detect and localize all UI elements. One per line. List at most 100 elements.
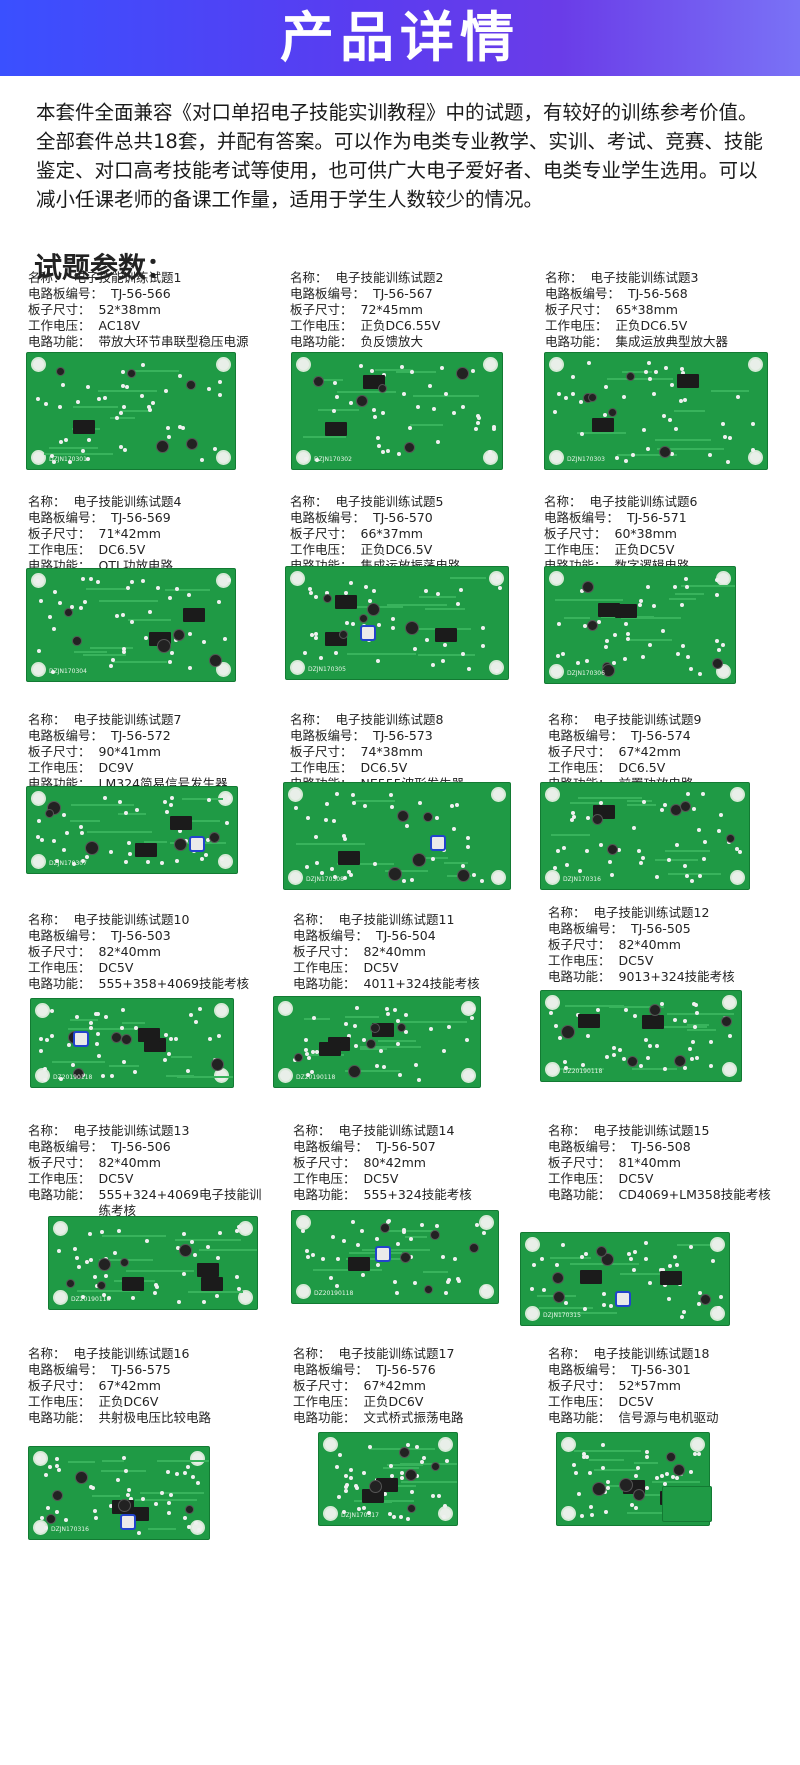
solder-pad: [395, 1019, 400, 1024]
solder-pad: [40, 837, 45, 842]
solder-pad: [192, 1253, 197, 1258]
field-label: 板子尺寸：: [548, 1378, 611, 1393]
solder-pad: [237, 1286, 242, 1291]
solder-pad: [235, 1228, 240, 1233]
solder-pad: [430, 856, 435, 861]
field-label: 工作电压：: [544, 542, 607, 557]
capacitor: [120, 1258, 130, 1268]
ic-chip: [660, 1270, 683, 1285]
solder-pad: [738, 849, 743, 854]
solder-pad: [218, 393, 223, 398]
solder-pad: [475, 1223, 480, 1228]
pcb-trace: [74, 650, 107, 653]
board-silkscreen: DZ20190118: [563, 1068, 603, 1075]
field-label: 工作电压：: [548, 1394, 611, 1409]
solder-pad: [49, 1033, 54, 1038]
solder-pad: [714, 593, 719, 598]
solder-pad: [693, 1452, 698, 1457]
kit-name-row: 名称：电子技能训练试题14: [293, 1123, 533, 1139]
solder-pad: [668, 1263, 673, 1268]
solder-pad: [549, 1011, 554, 1016]
kit-board-row: 电路板编号：TJ-56-568: [545, 286, 775, 302]
mounting-hole: [483, 357, 498, 372]
solder-pad: [36, 396, 41, 401]
field-value: 4011+324技能考核: [363, 976, 480, 991]
solder-pad: [636, 848, 641, 853]
solder-pad: [414, 1445, 419, 1450]
solder-pad: [224, 820, 229, 825]
solder-pad: [633, 1474, 638, 1479]
field-label: 名称：: [293, 1123, 331, 1138]
pcb-trace: [345, 1258, 402, 1261]
solder-pad: [207, 387, 212, 392]
mounting-hole: [216, 357, 231, 372]
solder-pad: [54, 859, 59, 864]
mounting-hole: [296, 357, 311, 372]
solder-pad: [598, 842, 603, 847]
capacitor: [359, 614, 369, 624]
mounting-hole: [545, 995, 560, 1010]
solder-pad: [102, 796, 107, 801]
solder-pad: [709, 1039, 713, 1044]
page-title: 产品详情: [280, 6, 520, 69]
solder-pad: [735, 395, 740, 400]
field-value: 67*42mm: [618, 744, 681, 759]
kit-size-row: 板子尺寸：72*45mm: [290, 302, 530, 318]
mounting-hole: [31, 791, 46, 806]
solder-pad: [405, 1443, 410, 1448]
solder-pad: [300, 1228, 305, 1233]
capacitor: [210, 1057, 224, 1071]
capacitor: [582, 581, 595, 594]
solder-pad: [628, 1256, 633, 1261]
field-value: 电子技能训练试题10: [73, 912, 190, 927]
solder-pad: [646, 1055, 650, 1060]
solder-pad: [103, 1015, 108, 1020]
solder-pad: [578, 400, 583, 405]
solder-pad: [673, 427, 678, 432]
solder-pad: [565, 863, 570, 868]
solder-pad: [153, 1290, 158, 1295]
solder-pad: [404, 823, 409, 828]
solder-pad: [92, 1274, 97, 1279]
solder-pad: [62, 847, 67, 852]
pcb-trace: [101, 1234, 166, 1237]
solder-pad: [401, 878, 406, 883]
capacitor: [173, 628, 186, 641]
solder-pad: [470, 1007, 475, 1012]
solder-pad: [667, 417, 672, 422]
field-value: 电子技能训练试题15: [593, 1123, 710, 1138]
solder-pad: [182, 1471, 187, 1476]
mounting-hole: [296, 1215, 311, 1230]
kit-size-row: 板子尺寸：67*42mm: [548, 744, 778, 760]
pcb-trace: [119, 409, 149, 412]
pcb-trace: [570, 802, 601, 805]
kit-voltage-row: 工作电压：DC5V: [293, 1171, 533, 1187]
solder-pad: [553, 865, 558, 870]
solder-pad: [362, 1505, 367, 1510]
solder-pad: [136, 1530, 141, 1535]
pcb-trace: [85, 588, 127, 591]
pcb-trace: [422, 1271, 448, 1274]
solder-pad: [684, 577, 689, 582]
solder-pad: [399, 364, 404, 369]
ic-chip: [137, 1028, 160, 1043]
solder-pad: [443, 1503, 448, 1508]
solder-pad: [88, 1232, 93, 1237]
solder-pad: [440, 366, 445, 371]
solder-pad: [495, 669, 500, 674]
capacitor: [185, 379, 196, 390]
capacitor: [98, 1257, 112, 1271]
solder-pad: [695, 1010, 700, 1015]
field-label: 电路板编号：: [28, 1362, 104, 1377]
solder-pad: [750, 448, 755, 453]
field-label: 工作电压：: [290, 760, 353, 775]
solder-pad: [102, 396, 107, 400]
pcb-trace: [673, 410, 706, 413]
pcb-trace: [573, 1449, 642, 1452]
solder-pad: [113, 1250, 118, 1255]
field-label: 电路板编号：: [548, 728, 624, 743]
kit-board-row: 电路板编号：TJ-56-569: [28, 510, 268, 526]
kit-size-row: 板子尺寸：60*38mm: [544, 526, 774, 542]
solder-pad: [201, 1299, 206, 1304]
